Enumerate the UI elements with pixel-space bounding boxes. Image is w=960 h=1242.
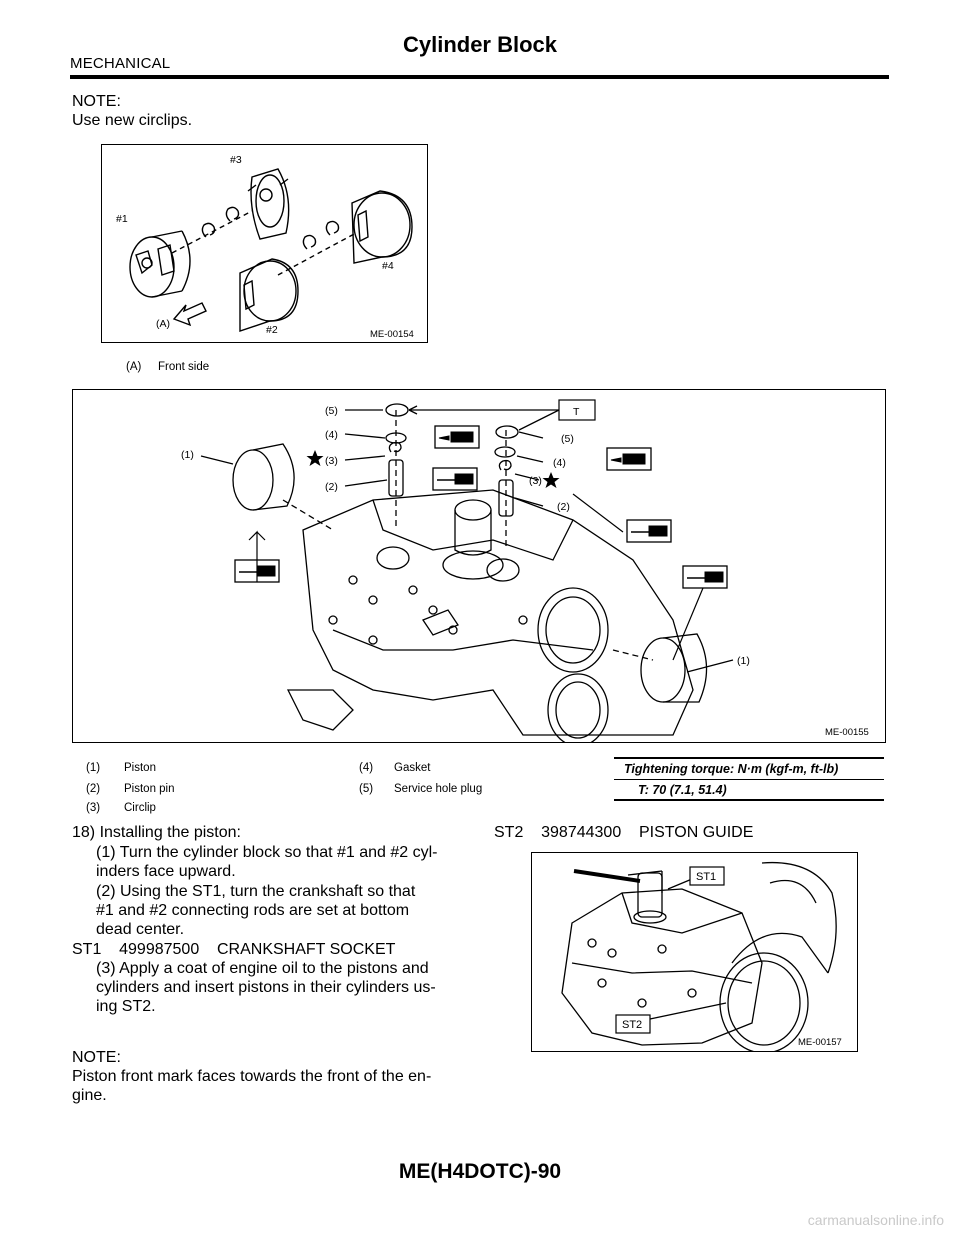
legend-key-4: (4) — [359, 762, 374, 774]
legend-text-5: Service hole plug — [394, 783, 483, 795]
oil-symbol-4 — [682, 565, 728, 589]
torque-rule-top — [614, 757, 884, 759]
figure-engine-block: (1) (1) (5) (5) (4) (4) (3) (3) (2) (2) … — [72, 389, 886, 747]
note-label: NOTE: — [72, 93, 121, 110]
header-rule — [70, 75, 889, 79]
legend-text-1: Piston — [124, 762, 156, 774]
step-18-heading: 18) Installing the piston: — [72, 824, 241, 841]
step-18-1b: inders face upward. — [96, 863, 236, 880]
label-5b: (5) — [561, 433, 574, 445]
figure-id: ME-00155 — [825, 727, 869, 738]
label-p1: #1 — [116, 213, 128, 225]
oil-symbol-2 — [626, 519, 672, 543]
torque-value: T: 70 (7.1, 51.4) — [638, 783, 727, 797]
torque-box — [558, 399, 596, 421]
figure-id: ME-00154 — [370, 329, 414, 340]
engine-block-illustration: (1) (1) (5) (5) (4) (4) (3) (3) (2) (2) … — [181, 399, 869, 747]
label-2b: (2) — [557, 501, 570, 513]
label-1a: (1) — [181, 449, 194, 461]
label-st2: ST2 — [622, 1019, 642, 1031]
st1-box — [689, 866, 725, 886]
caption-text: Front side — [158, 361, 210, 373]
st1-tool: ST1 499987500 CRANKSHAFT SOCKET — [72, 941, 396, 958]
legend-text-3: Circlip — [124, 802, 156, 814]
piston-1-drawing — [129, 230, 191, 298]
figure-pistons: #1 #3 #4 #2 (A) ME-00154 — [101, 144, 428, 343]
label-a: (A) — [156, 318, 170, 330]
torque-rule-mid — [614, 779, 884, 780]
figure-id: ME-00157 — [798, 1037, 842, 1048]
page-title: Cylinder Block — [402, 32, 558, 57]
st2-tool: ST2 398744300 PISTON GUIDE — [494, 824, 754, 841]
label-p3: #3 — [230, 154, 242, 166]
step-18-3b: cylinders and insert pistons in their cy… — [96, 979, 436, 996]
grease-symbol-2 — [606, 447, 652, 471]
st2-box — [615, 1014, 651, 1034]
step-18-2b: #1 and #2 connecting rods are set at bot… — [96, 902, 410, 919]
grease-symbol-1 — [434, 425, 480, 449]
legend-key-2: (2) — [86, 783, 101, 795]
label-p2: #2 — [266, 324, 278, 336]
legend-key-5: (5) — [359, 783, 374, 795]
step-18-1a: (1) Turn the cylinder block so that #1 a… — [96, 844, 438, 861]
label-3b: (3) — [529, 475, 542, 487]
label-2a: (2) — [325, 481, 338, 493]
step-18-2c: dead center. — [96, 921, 185, 938]
torque-rule-bottom — [614, 799, 884, 801]
legend-text-4: Gasket — [394, 762, 431, 774]
watermark: carmanualsonline.info — [807, 1212, 944, 1228]
legend-key-3: (3) — [86, 802, 101, 814]
label-3a: (3) — [325, 455, 338, 467]
step-18-3a: (3) Apply a coat of engine oil to the pi… — [96, 960, 429, 977]
note-text: Use new circlips. — [72, 112, 193, 129]
note2-line1: Piston front mark faces towards the fron… — [72, 1068, 432, 1085]
piston-guide-illustration: ST1 ST2 ME-00157 — [561, 861, 842, 1054]
figure-piston-guide: ST1 ST2 ME-00157 — [531, 852, 858, 1054]
label-1b: (1) — [737, 655, 750, 667]
label-4a: (4) — [325, 429, 338, 441]
torque-heading: Tightening torque: N·m (kgf-m, ft-lb) — [624, 762, 839, 776]
step-18-3c: ing ST2. — [96, 998, 156, 1015]
label-5a: (5) — [325, 405, 338, 417]
note2-line2: gine. — [72, 1087, 107, 1104]
label-st1: ST1 — [696, 871, 716, 883]
legend-text-2: Piston pin — [124, 783, 175, 795]
pistons-illustration: #1 #3 #4 #2 (A) ME-00154 — [116, 154, 414, 340]
note2-label: NOTE: — [72, 1049, 121, 1066]
label-t: T — [573, 406, 580, 418]
piston-4-drawing — [351, 190, 413, 264]
step-18-2a: (2) Using the ST1, turn the crankshaft s… — [96, 883, 416, 900]
legend-key-1: (1) — [86, 762, 101, 774]
piston-3-drawing — [247, 168, 290, 240]
oil-symbol-1 — [432, 467, 478, 491]
caption-key: (A) — [126, 361, 142, 373]
label-4b: (4) — [553, 457, 566, 469]
label-p4: #4 — [382, 260, 394, 272]
section-label: MECHANICAL — [70, 55, 171, 72]
piston-2-drawing — [239, 258, 299, 332]
page-number: ME(H4DOTC)-90 — [398, 1160, 562, 1183]
